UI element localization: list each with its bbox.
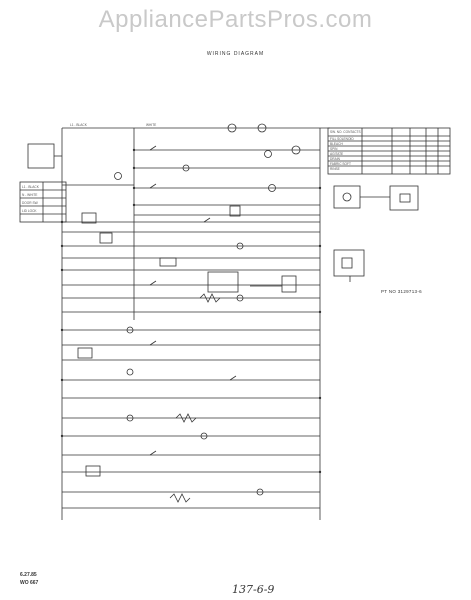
left-box-row-2: DOOR SW. [22, 201, 38, 205]
line-label-l1: L1 - BLACK [70, 123, 88, 127]
date-line-1: 6.27.85 [20, 572, 37, 578]
chart-row-0: FILL SOLENOID [330, 137, 354, 141]
line-label-white: WHITE [146, 123, 156, 127]
handwritten-note: 137-6-9 [232, 583, 275, 596]
left-box-row-3: LID LOCK [22, 209, 37, 213]
chart-row-3: AGITATE [330, 152, 343, 156]
date-stamp: 6.27.85 WO 667 [20, 571, 38, 587]
watermark: AppliancePartsPros.com [98, 6, 373, 33]
chart-row-2: SPIN [330, 147, 338, 151]
chart-row-6: RINSE [330, 167, 340, 171]
part-number: PT NO 3129713-6 [381, 289, 422, 294]
chart-row-4: DRAIN [330, 157, 341, 161]
chart-table-title: SW. NO. CONTACTS [330, 130, 361, 134]
chart-row-5: FABRIC SOFT [330, 162, 351, 166]
diagram-title: WIRING DIAGRAM [206, 51, 265, 57]
left-box-row-1: N - WHITE [22, 193, 37, 197]
date-line-2: WO 667 [20, 580, 39, 586]
left-box-row-0: L1 - BLACK [22, 185, 40, 189]
chart-row-1: BLEACH [330, 142, 343, 146]
